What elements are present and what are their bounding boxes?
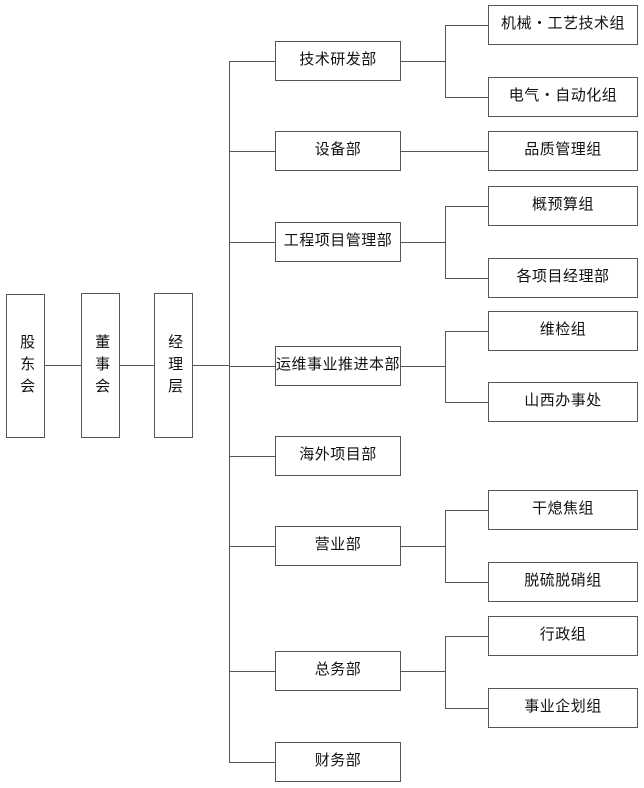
node-label: 机械・工艺技术组 <box>500 16 625 33</box>
node-shareholders[interactable]: 股东会 <box>6 294 45 438</box>
link-equipment-to-quality <box>401 151 488 153</box>
link-general-to-admin <box>445 636 488 638</box>
node-label: 海外项目部 <box>299 447 377 464</box>
node-label: 工程项目管理部 <box>283 233 393 250</box>
node-dept-om[interactable]: 运维事业推进本部 <box>275 346 401 386</box>
node-label: 运维事业推进本部 <box>276 357 401 374</box>
link-trunk-dept-general <box>229 671 275 673</box>
node-dept-sales[interactable]: 营业部 <box>275 526 401 566</box>
node-label: 技术研发部 <box>299 52 377 69</box>
node-grp-elec[interactable]: 电气・自动化组 <box>488 77 638 117</box>
node-grp-cdq[interactable]: 干熄焦组 <box>488 490 638 530</box>
node-label: 维检组 <box>539 322 587 339</box>
node-dept-overseas[interactable]: 海外项目部 <box>275 436 401 476</box>
link-pm-to-pm-depts <box>445 278 488 280</box>
link-sales-spine <box>445 510 447 582</box>
node-grp-desulf[interactable]: 脱硫脱硝组 <box>488 562 638 602</box>
node-label: 财务部 <box>314 753 362 770</box>
node-label: 山西办事处 <box>524 393 602 410</box>
node-label: 董事会 <box>93 333 110 400</box>
link-board-management <box>120 365 154 367</box>
link-om-to-shanxi <box>445 402 488 404</box>
trunk-line <box>229 61 231 762</box>
link-rd-to-mech <box>445 25 488 27</box>
link-trunk-dept-sales <box>229 546 275 548</box>
node-dept-finance[interactable]: 财务部 <box>275 742 401 782</box>
node-label: 设备部 <box>314 142 362 159</box>
node-label: 总务部 <box>314 662 362 679</box>
node-grp-pm-depts[interactable]: 各项目经理部 <box>488 258 638 298</box>
node-grp-mech[interactable]: 机械・工艺技术组 <box>488 5 638 45</box>
link-shareholders-board <box>45 365 81 367</box>
node-dept-rd[interactable]: 技术研发部 <box>275 41 401 81</box>
node-dept-general[interactable]: 总务部 <box>275 651 401 691</box>
node-label: 品质管理组 <box>524 142 602 159</box>
node-grp-shanxi[interactable]: 山西办事处 <box>488 382 638 422</box>
node-label: 营业部 <box>314 537 362 554</box>
link-om-stub <box>401 366 446 368</box>
node-label: 电气・自动化组 <box>508 88 618 105</box>
link-trunk-dept-overseas <box>229 456 275 458</box>
node-grp-quality[interactable]: 品质管理组 <box>488 131 638 171</box>
link-management-trunk <box>193 365 230 367</box>
link-trunk-dept-om <box>229 366 275 368</box>
link-trunk-dept-project-mgmt <box>229 242 275 244</box>
link-sales-to-cdq <box>445 510 488 512</box>
link-trunk-dept-finance <box>229 762 275 764</box>
node-label: 经理层 <box>166 333 183 400</box>
node-grp-maint[interactable]: 维检组 <box>488 311 638 351</box>
link-rd-spine <box>445 25 447 97</box>
node-label: 股东会 <box>18 334 35 400</box>
link-trunk-dept-rd <box>229 61 275 63</box>
node-label: 事业企划组 <box>524 699 602 716</box>
link-sales-to-desulf <box>445 582 488 584</box>
node-label: 干熄焦组 <box>531 501 594 518</box>
node-label: 概预算组 <box>531 197 594 214</box>
node-dept-equipment[interactable]: 设备部 <box>275 131 401 171</box>
node-grp-budget[interactable]: 概预算组 <box>488 186 638 226</box>
link-pm-spine <box>445 206 447 278</box>
node-dept-project-mgmt[interactable]: 工程项目管理部 <box>275 222 401 262</box>
link-rd-stub <box>401 61 446 63</box>
node-label: 各项目经理部 <box>516 269 610 286</box>
link-general-stub <box>401 671 446 673</box>
node-management[interactable]: 经理层 <box>154 293 193 438</box>
link-rd-to-elec <box>445 97 488 99</box>
node-grp-planning[interactable]: 事业企划组 <box>488 688 638 728</box>
link-om-spine <box>445 331 447 402</box>
node-label: 脱硫脱硝组 <box>524 573 602 590</box>
link-om-to-maint <box>445 331 488 333</box>
link-general-to-planning <box>445 708 488 710</box>
node-grp-admin[interactable]: 行政组 <box>488 616 638 656</box>
link-sales-stub <box>401 546 446 548</box>
link-general-spine <box>445 636 447 708</box>
node-board[interactable]: 董事会 <box>81 293 120 438</box>
node-label: 行政组 <box>539 627 587 644</box>
link-pm-to-budget <box>445 206 488 208</box>
link-pm-stub <box>401 242 446 244</box>
link-trunk-dept-equipment <box>229 151 275 153</box>
